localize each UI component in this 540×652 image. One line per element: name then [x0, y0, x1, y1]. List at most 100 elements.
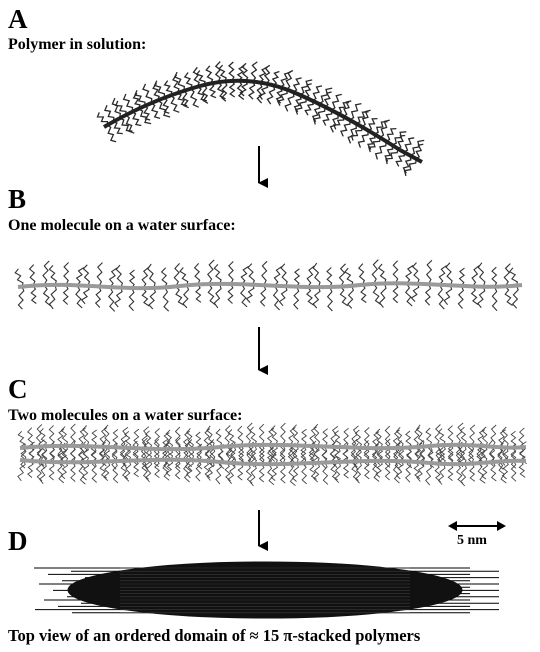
side-chain [252, 62, 258, 82]
side-chain [438, 285, 444, 309]
side-chain [229, 262, 234, 285]
side-chain [331, 113, 339, 132]
side-chain [259, 84, 267, 100]
side-chain [40, 428, 47, 446]
side-chain [305, 101, 313, 116]
side-chain [121, 440, 127, 461]
side-chain [191, 89, 199, 108]
side-chain [64, 263, 69, 285]
side-chain [79, 462, 85, 484]
side-chain [15, 269, 23, 287]
side-chain [249, 82, 255, 100]
side-chain [241, 81, 248, 96]
side-chain [230, 81, 235, 97]
side-chain [49, 462, 54, 480]
side-chain [238, 464, 243, 481]
side-chain [115, 288, 122, 307]
side-chain [491, 425, 496, 447]
side-chain [368, 119, 378, 131]
side-chain [448, 464, 453, 481]
side-chain [412, 284, 419, 302]
side-chain [306, 84, 312, 98]
side-chain [416, 144, 423, 159]
side-chain [425, 284, 430, 305]
side-chain [229, 62, 234, 81]
side-chain [83, 265, 89, 286]
side-chain [335, 431, 341, 448]
side-chain [520, 442, 527, 461]
side-chain [302, 463, 307, 484]
side-chain [446, 263, 452, 286]
side-chain [268, 464, 274, 485]
side-chain [180, 268, 188, 286]
side-chain [216, 62, 220, 83]
side-chain [18, 287, 23, 310]
side-chain [307, 287, 314, 305]
side-chain [470, 425, 475, 446]
side-chain [257, 83, 262, 104]
side-chain [396, 152, 404, 166]
side-chain [273, 72, 280, 86]
side-chain [124, 94, 133, 112]
side-chain [183, 285, 189, 308]
side-chain [216, 429, 221, 447]
side-chain [113, 461, 118, 483]
side-chain [247, 285, 254, 303]
side-chain [238, 426, 243, 445]
side-chain [285, 92, 294, 111]
side-chain [248, 264, 254, 285]
side-chain [162, 268, 167, 288]
side-chain [28, 461, 33, 478]
side-chain [351, 439, 357, 461]
ordered-domain [34, 562, 499, 618]
side-chain [114, 122, 123, 134]
side-chain [513, 286, 519, 309]
side-chain [407, 448, 412, 468]
side-chain [302, 429, 307, 445]
side-chain [185, 73, 192, 89]
side-chain [176, 287, 184, 306]
side-chain [472, 286, 478, 304]
side-chain [196, 460, 201, 481]
side-chain [149, 288, 155, 309]
side-chain [110, 268, 117, 287]
single-molecule [15, 260, 522, 312]
side-chain [218, 82, 226, 99]
side-chain [96, 286, 101, 307]
side-chain [341, 120, 350, 136]
side-chain [143, 84, 152, 103]
side-chain [458, 286, 463, 309]
side-chain [404, 138, 414, 152]
side-chain [228, 284, 233, 304]
side-chain [519, 461, 525, 478]
side-chain [262, 261, 267, 285]
side-chain [312, 86, 322, 101]
side-chain [92, 430, 97, 446]
side-chain [470, 464, 475, 482]
side-chain [151, 103, 160, 118]
side-chain [359, 264, 365, 285]
side-chain [406, 283, 413, 306]
side-chain [196, 285, 201, 303]
polymer-b-backbone [18, 283, 522, 288]
side-chain [340, 264, 346, 287]
side-chain [146, 431, 152, 449]
side-chain [238, 81, 244, 100]
side-chain [259, 424, 264, 445]
side-chain [328, 287, 333, 311]
side-chain [293, 78, 301, 92]
side-chain [376, 461, 382, 478]
side-chain [50, 285, 57, 309]
side-chain [271, 464, 277, 481]
side-chain [439, 429, 446, 446]
side-chain [83, 462, 89, 480]
side-chain [406, 266, 413, 284]
side-chain [359, 130, 369, 147]
side-chain [348, 286, 354, 309]
side-chain [134, 429, 139, 448]
side-chain [281, 464, 286, 483]
side-chain [77, 268, 84, 286]
side-chain [241, 267, 248, 285]
side-chain [439, 266, 446, 285]
side-chain [510, 268, 518, 286]
